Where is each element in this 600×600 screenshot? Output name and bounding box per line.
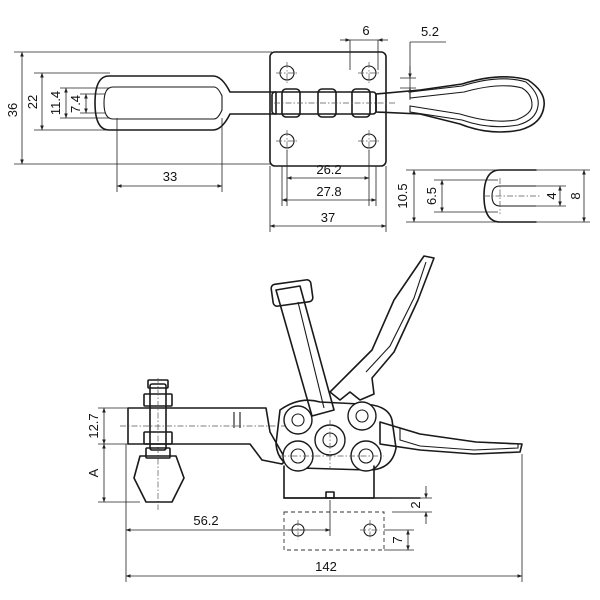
side-view-open-arm xyxy=(275,285,335,417)
dim-6: 6 xyxy=(362,23,369,38)
dim-33: 33 xyxy=(163,169,177,184)
top-view-mounting-holes xyxy=(276,62,380,152)
top-view-dimensions xyxy=(14,38,446,232)
dim-142: 142 xyxy=(315,559,337,574)
top-view-base-plate xyxy=(269,51,387,167)
dim-11-4: 11.4 xyxy=(48,91,63,115)
top-view-handle xyxy=(375,76,545,133)
dim-12-7: 12.7 xyxy=(86,413,101,438)
dim-26-2: 26.2 xyxy=(316,162,341,177)
dim-27-8: 27.8 xyxy=(316,184,341,199)
dim-7: 7 xyxy=(390,536,405,543)
top-view-slot xyxy=(103,86,223,120)
side-view-pivots xyxy=(280,401,384,472)
side-view-dimensions xyxy=(98,407,523,582)
dim-22: 22 xyxy=(25,95,40,109)
dim-4: 4 xyxy=(544,192,559,199)
detail-view-arm-tip xyxy=(406,169,590,223)
side-view-rubber-tip xyxy=(133,455,185,503)
dim-a: A xyxy=(86,468,101,477)
dim-6-5: 6.5 xyxy=(424,187,439,205)
dim-8: 8 xyxy=(568,192,583,199)
dim-5-2: 5.2 xyxy=(421,24,439,39)
dim-56-2: 56.2 xyxy=(193,513,218,528)
top-view-slotted-arm xyxy=(94,75,277,131)
dim-37: 37 xyxy=(321,210,335,225)
top-view: 36 22 11.4 7.4 33 6 5.2 26.2 27.8 37 xyxy=(5,23,545,232)
dim-36: 36 xyxy=(5,103,20,117)
side-view xyxy=(98,255,523,582)
side-view-lever xyxy=(329,255,435,401)
dim-7-4: 7.4 xyxy=(68,95,83,113)
dim-10-5: 10.5 xyxy=(395,183,410,208)
top-view-handle-grip xyxy=(409,78,539,128)
side-view-clamp-bar xyxy=(127,407,287,465)
dim-2: 2 xyxy=(408,501,423,508)
